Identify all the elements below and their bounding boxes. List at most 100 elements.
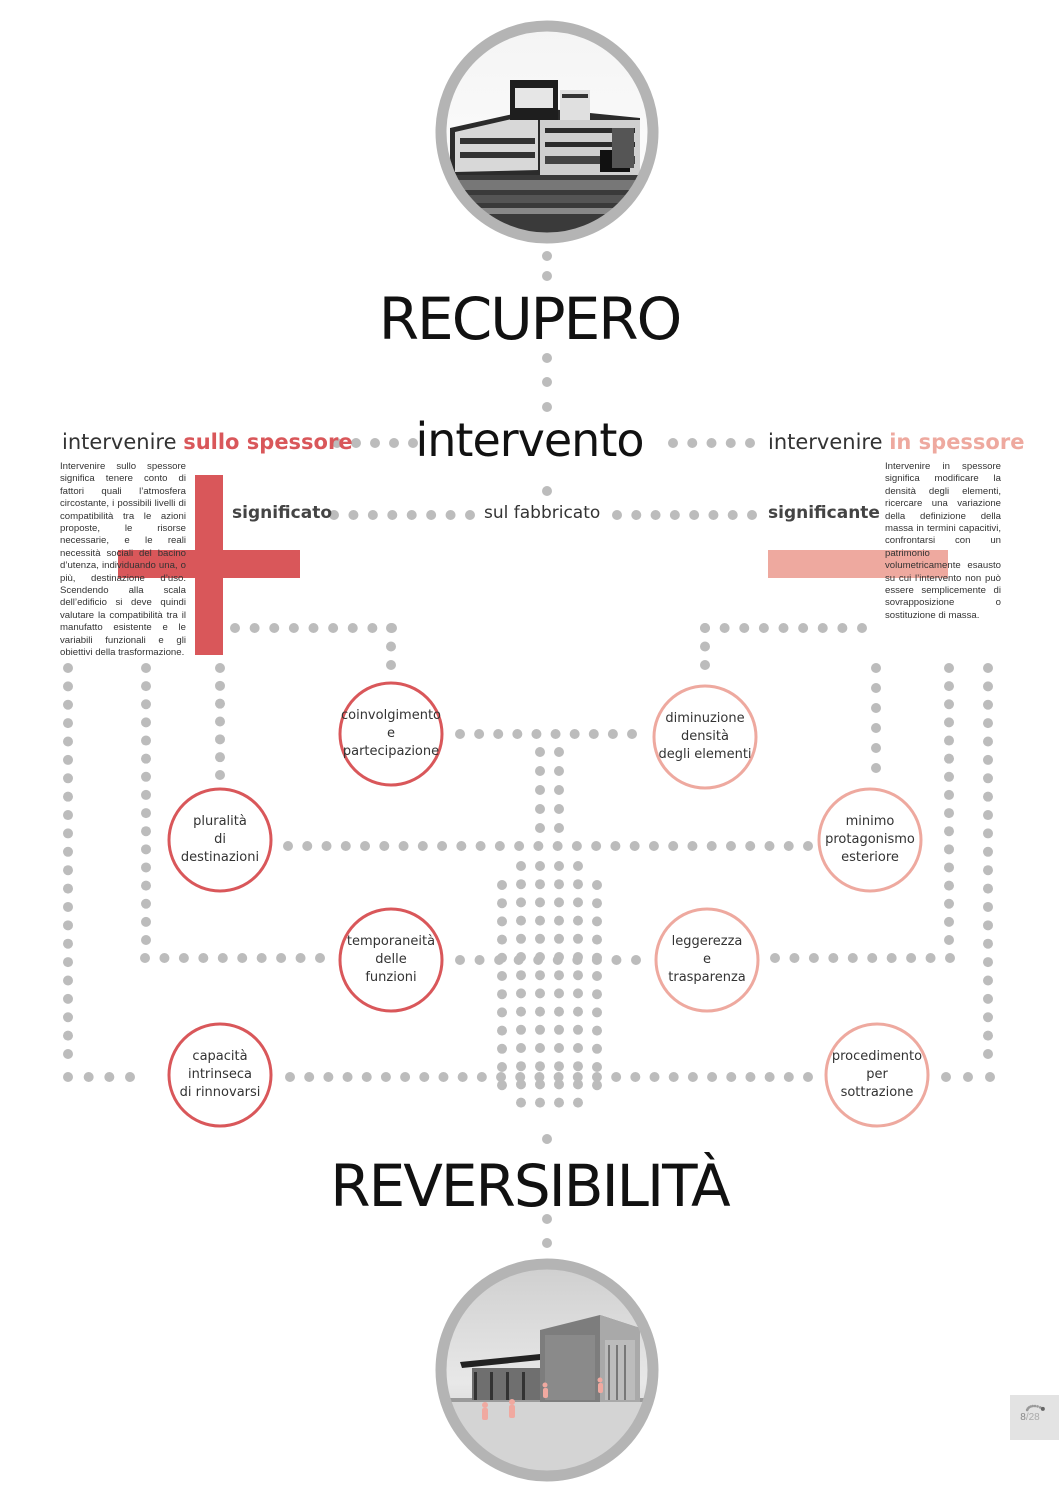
connector-dot bbox=[554, 933, 564, 944]
connector-dot bbox=[496, 1072, 507, 1082]
connector-dot bbox=[542, 1238, 552, 1248]
connector-dot bbox=[798, 623, 809, 633]
connector-dot bbox=[550, 729, 561, 739]
connector-dot bbox=[944, 898, 954, 909]
connector-dot bbox=[141, 880, 151, 891]
connector-dot bbox=[983, 846, 993, 857]
connector-dot bbox=[516, 1097, 526, 1108]
connector-dot bbox=[104, 1072, 115, 1082]
connector-dot bbox=[159, 953, 170, 963]
connector-dot bbox=[592, 916, 602, 927]
page-progress-dot bbox=[1036, 1405, 1039, 1408]
connector-dot bbox=[386, 623, 396, 633]
connector-dot bbox=[573, 1097, 583, 1108]
connector-dot bbox=[554, 1006, 564, 1017]
connector-dot bbox=[554, 915, 564, 926]
connector-dot bbox=[497, 934, 507, 945]
connector-dot bbox=[455, 729, 465, 739]
connector-dot bbox=[592, 1007, 602, 1018]
connector-dot bbox=[475, 841, 486, 851]
connector-dot bbox=[941, 1072, 951, 1082]
connector-dot bbox=[535, 933, 545, 944]
connector-dot bbox=[535, 823, 545, 833]
connector-dot bbox=[944, 681, 954, 692]
connector-dot bbox=[361, 1072, 372, 1082]
connector-dot bbox=[63, 754, 73, 765]
left-node-circle bbox=[338, 681, 444, 787]
connector-dot bbox=[983, 810, 993, 821]
title-intervento: intervento bbox=[415, 413, 644, 467]
connector-dot bbox=[573, 1061, 583, 1072]
connector-dot bbox=[725, 438, 736, 448]
connector-dot bbox=[871, 663, 881, 673]
connector-dot bbox=[456, 841, 467, 851]
connector-dot bbox=[727, 510, 738, 520]
connector-dot bbox=[516, 1043, 526, 1053]
connector-dot bbox=[63, 699, 73, 710]
connector-dot bbox=[554, 804, 564, 814]
connector-dot bbox=[516, 915, 526, 926]
connector-dot bbox=[516, 933, 526, 944]
node-label-line: di rinnovarsi bbox=[179, 1085, 261, 1100]
connector-dot bbox=[611, 955, 622, 965]
page-progress-dot bbox=[1031, 1404, 1034, 1408]
connector-dot bbox=[687, 438, 698, 448]
label-significante: significante bbox=[768, 503, 880, 523]
connector-dot bbox=[63, 1049, 73, 1059]
connector-dot bbox=[535, 897, 545, 908]
connector-dot bbox=[249, 623, 260, 633]
connector-dot bbox=[783, 1072, 794, 1082]
connector-dot bbox=[648, 841, 659, 851]
node-label-line: per bbox=[866, 1067, 888, 1082]
connector-dot bbox=[945, 953, 955, 963]
connector-dot bbox=[417, 841, 428, 851]
connector-dot bbox=[178, 953, 189, 963]
page-indicator bbox=[1010, 1395, 1059, 1440]
connector-dot bbox=[963, 1072, 973, 1082]
node-label-line: minimo bbox=[845, 814, 895, 829]
connector-dot bbox=[592, 989, 602, 1000]
connector-dot bbox=[571, 841, 582, 851]
connector-dot bbox=[535, 785, 545, 795]
connector-dot bbox=[944, 663, 954, 673]
connector-dot bbox=[573, 915, 583, 926]
plus-sign bbox=[118, 475, 300, 655]
connector-dot bbox=[983, 957, 993, 968]
connector-dot bbox=[689, 510, 700, 520]
connector-dot bbox=[554, 988, 564, 999]
connector-dot bbox=[554, 823, 564, 833]
connector-dot bbox=[438, 1072, 449, 1082]
connector-dot bbox=[476, 1072, 487, 1082]
connector-dot bbox=[516, 879, 526, 890]
connector-dot bbox=[542, 1134, 552, 1144]
connector-dot bbox=[533, 955, 544, 965]
connector-dot bbox=[726, 1072, 737, 1082]
connector-dot bbox=[302, 841, 313, 851]
connector-dot bbox=[534, 1072, 545, 1082]
connector-dot bbox=[63, 791, 73, 802]
connector-dot bbox=[668, 841, 679, 851]
connector-dot bbox=[531, 729, 542, 739]
node-label-line: densità bbox=[681, 729, 729, 744]
connector-dot bbox=[739, 623, 750, 633]
connector-dot bbox=[592, 934, 602, 945]
left-heading: intervenire sullo spessore bbox=[62, 430, 353, 454]
connector-dot bbox=[256, 953, 267, 963]
connector-dot bbox=[474, 955, 485, 965]
connector-dot bbox=[719, 623, 730, 633]
node-circles bbox=[167, 681, 930, 1128]
connector-dot bbox=[758, 623, 769, 633]
connector-dot bbox=[983, 718, 993, 729]
right-heading-accent: in spessore bbox=[889, 430, 1025, 454]
connector-dot bbox=[141, 735, 151, 746]
connector-dot bbox=[944, 699, 954, 710]
connector-dot bbox=[553, 1072, 564, 1082]
connector-dot bbox=[668, 438, 678, 448]
connector-dot bbox=[542, 353, 552, 363]
connector-dot bbox=[516, 1006, 526, 1017]
connector-dot bbox=[83, 1072, 94, 1082]
connector-dot bbox=[445, 510, 456, 520]
connector-dot bbox=[867, 953, 878, 963]
connector-dot bbox=[983, 663, 993, 673]
connector-dot bbox=[706, 438, 717, 448]
